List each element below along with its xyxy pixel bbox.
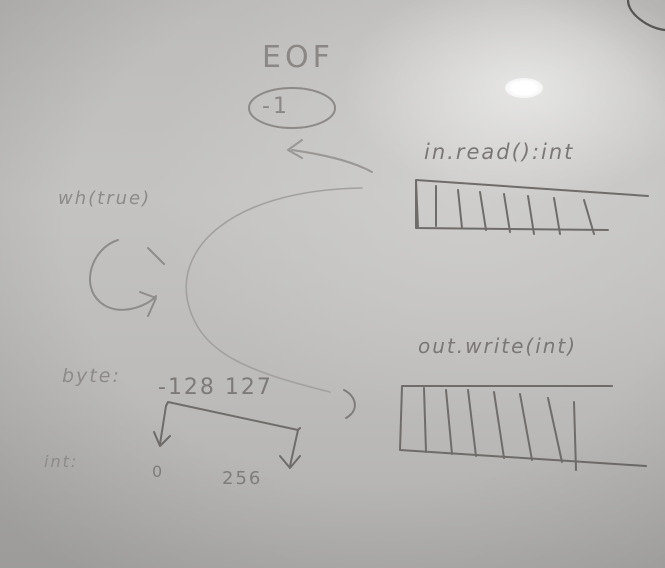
byte-range: -128 127 bbox=[158, 375, 273, 400]
return-arrow bbox=[291, 149, 373, 173]
eof-value: -1 bbox=[262, 94, 290, 119]
int-label: int: bbox=[44, 452, 79, 471]
byte-label: byte: bbox=[62, 365, 121, 387]
mapping-arrow-left bbox=[153, 405, 171, 447]
mapping-arrow-right bbox=[279, 429, 301, 469]
output-arrow bbox=[343, 389, 356, 419]
ceiling-light-reflection bbox=[505, 78, 543, 98]
input-buffer bbox=[415, 179, 649, 231]
flow-curve bbox=[185, 187, 363, 393]
loop-label: wh(true) bbox=[58, 188, 152, 209]
int-min: 0 bbox=[152, 462, 166, 481]
int-max: 256 bbox=[222, 468, 263, 489]
output-buffer bbox=[399, 385, 647, 467]
return-arrow-head bbox=[287, 139, 303, 159]
eof-value-circle bbox=[248, 87, 336, 129]
loop-arrow-head bbox=[139, 291, 157, 317]
output-buffer-cells bbox=[423, 387, 577, 471]
input-read-call: in.read():int bbox=[424, 140, 575, 164]
eof-label: EOF bbox=[262, 40, 334, 75]
loop-arrow-tail bbox=[147, 247, 165, 265]
corner-circle-arc bbox=[626, 0, 665, 32]
mapping-bracket bbox=[165, 401, 301, 431]
input-buffer-cells bbox=[435, 185, 595, 235]
loop-arrow bbox=[89, 239, 157, 311]
output-write-call: out.write(int) bbox=[418, 334, 578, 358]
